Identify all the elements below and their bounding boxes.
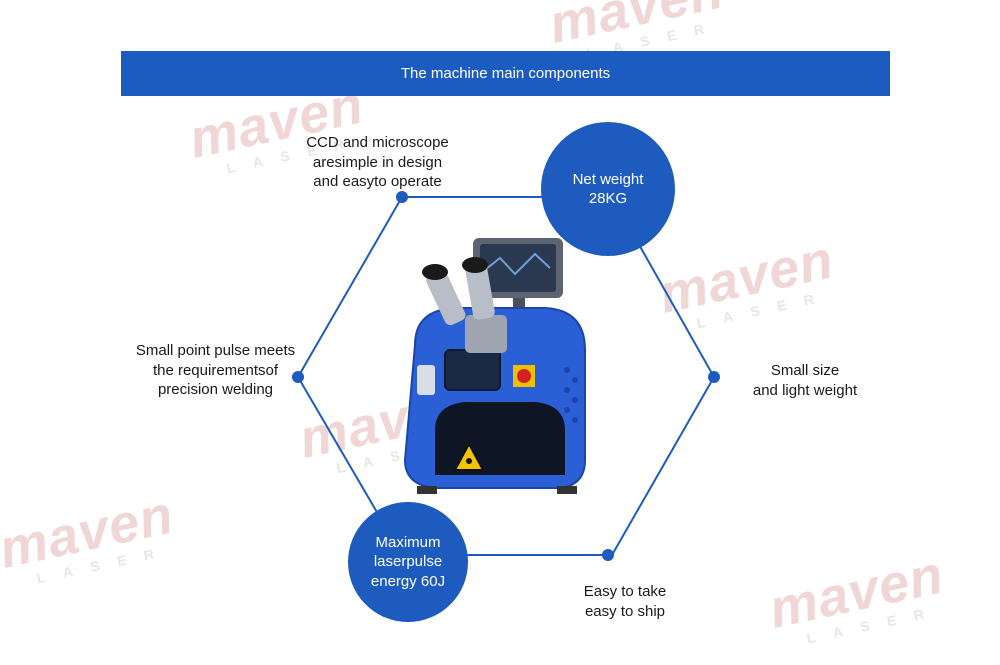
small-point-label-line-1: Small point pulse meets — [135, 342, 296, 359]
node-dot-small-size — [708, 371, 720, 383]
microscope-eyepieces — [422, 257, 495, 326]
max-energy-line-3: energy 60J — [370, 572, 446, 590]
laser-welding-machine-image — [403, 238, 586, 494]
small-point-label: Small point pulse meets the requirements… — [118, 341, 313, 400]
ccd-label-line-1: CCD and microscope — [306, 134, 449, 151]
small-size-label-line-1: Small size — [770, 362, 840, 379]
net-weight-circle: Net weight 28KG — [541, 122, 675, 256]
easy-take-label: Easy to take easy to ship — [560, 582, 690, 621]
microscope-column — [465, 315, 507, 353]
left-control-panel — [417, 365, 435, 395]
small-size-label: Small size and light weight — [735, 361, 875, 400]
machine-foot-left — [417, 486, 437, 494]
max-energy-circle: Maximum laserpulse energy 60J — [348, 502, 468, 622]
easy-take-label-line-1: Easy to take — [583, 583, 667, 600]
header-title: The machine main components — [400, 65, 611, 82]
machine-monitor-screen — [480, 244, 556, 292]
monitor-screen-graphic — [484, 252, 551, 276]
side-vents — [564, 367, 578, 423]
machine-foot-right — [557, 486, 577, 494]
max-energy-line-2: laserpulse — [373, 553, 443, 571]
laser-warning-icon — [453, 441, 485, 471]
max-energy-line-1: Maximum — [375, 533, 441, 551]
front-viewing-window — [444, 349, 501, 391]
header-bar: The machine main components — [121, 51, 890, 96]
node-dot-easy-take — [602, 549, 614, 561]
small-point-label-line-2: the requirementsof — [152, 361, 279, 379]
ccd-label: CCD and microscope aresimple in design a… — [290, 133, 465, 192]
emergency-stop-icon — [513, 365, 535, 387]
small-size-label-line-2: and light weight — [752, 381, 858, 399]
easy-take-label-line-2: easy to ship — [584, 602, 666, 620]
node-dot-ccd — [396, 191, 408, 203]
net-weight-line-1: Net weight — [572, 170, 644, 188]
welding-chamber — [435, 402, 565, 475]
small-point-label-line-3: precision welding — [157, 381, 274, 398]
ccd-label-line-3: and easyto operate — [313, 173, 442, 190]
ccd-label-line-2: aresimple in design — [312, 153, 443, 171]
net-weight-line-2: 28KG — [588, 190, 628, 207]
node-dot-small-point — [292, 371, 304, 383]
